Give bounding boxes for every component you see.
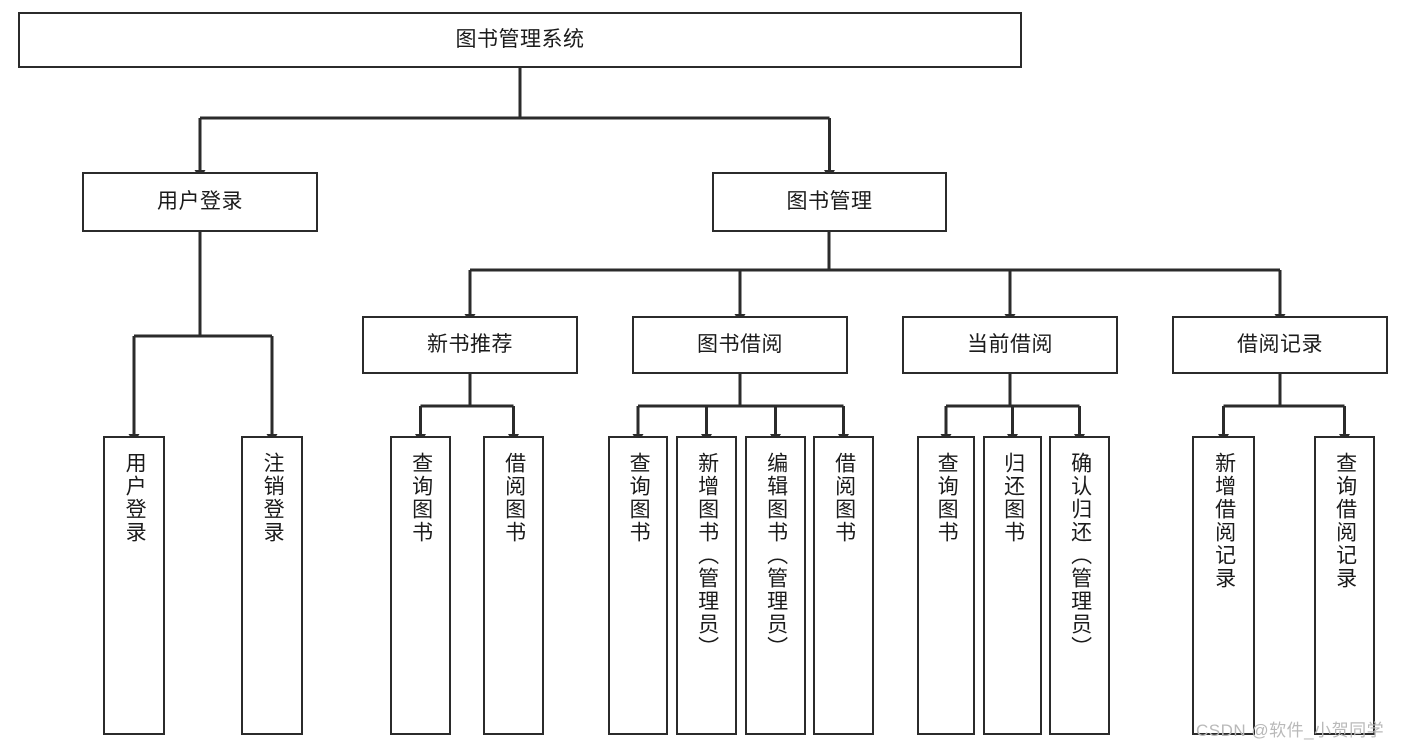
node-l-nb-borrow[interactable]: 借阅图书: [483, 436, 544, 735]
node-current[interactable]: 当前借阅: [902, 316, 1118, 374]
node-label: 新增图书（管理员）: [695, 452, 719, 659]
node-label: 用户登录: [157, 189, 243, 213]
node-label: 借阅图书: [502, 452, 526, 544]
node-l-cu-return[interactable]: 归还图书: [983, 436, 1042, 735]
node-label: 用户登录: [123, 452, 147, 544]
node-label: 图书借阅: [697, 332, 783, 356]
node-l-login[interactable]: 用户登录: [103, 436, 165, 735]
node-l-bw-query[interactable]: 查询图书: [608, 436, 668, 735]
node-login[interactable]: 用户登录: [82, 172, 318, 232]
node-l-cu-confirm[interactable]: 确认归还（管理员）: [1049, 436, 1110, 735]
node-label: 归还图书: [1001, 452, 1025, 544]
node-label: 确认归还（管理员）: [1068, 452, 1092, 659]
node-root[interactable]: 图书管理系统: [18, 12, 1022, 68]
node-bookmgmt[interactable]: 图书管理: [712, 172, 947, 232]
node-l-nb-query[interactable]: 查询图书: [390, 436, 451, 735]
node-label: 新增借阅记录: [1212, 452, 1236, 590]
node-l-bw-add[interactable]: 新增图书（管理员）: [676, 436, 737, 735]
node-newbook[interactable]: 新书推荐: [362, 316, 578, 374]
node-label: 当前借阅: [967, 332, 1053, 356]
node-l-rc-add[interactable]: 新增借阅记录: [1192, 436, 1255, 735]
node-label: 查询图书: [409, 452, 433, 544]
node-l-bw-borrow[interactable]: 借阅图书: [813, 436, 874, 735]
node-l-cu-query[interactable]: 查询图书: [917, 436, 975, 735]
node-label: 图书管理系统: [455, 27, 585, 51]
edge-group: [128, 68, 1350, 443]
node-borrow[interactable]: 图书借阅: [632, 316, 848, 374]
node-records[interactable]: 借阅记录: [1172, 316, 1388, 374]
node-l-bw-edit[interactable]: 编辑图书（管理员）: [745, 436, 806, 735]
node-label: 编辑图书（管理员）: [764, 452, 788, 659]
node-l-rc-query[interactable]: 查询借阅记录: [1314, 436, 1375, 735]
node-label: 查询图书: [935, 452, 959, 544]
node-label: 借阅记录: [1237, 332, 1323, 356]
node-l-logout[interactable]: 注销登录: [241, 436, 303, 735]
node-label: 图书管理: [786, 189, 873, 213]
node-label: 借阅图书: [832, 452, 856, 544]
node-label: 注销登录: [261, 452, 285, 544]
node-label: 新书推荐: [427, 332, 513, 356]
node-label: 查询借阅记录: [1333, 452, 1357, 590]
node-label: 查询图书: [627, 452, 651, 544]
